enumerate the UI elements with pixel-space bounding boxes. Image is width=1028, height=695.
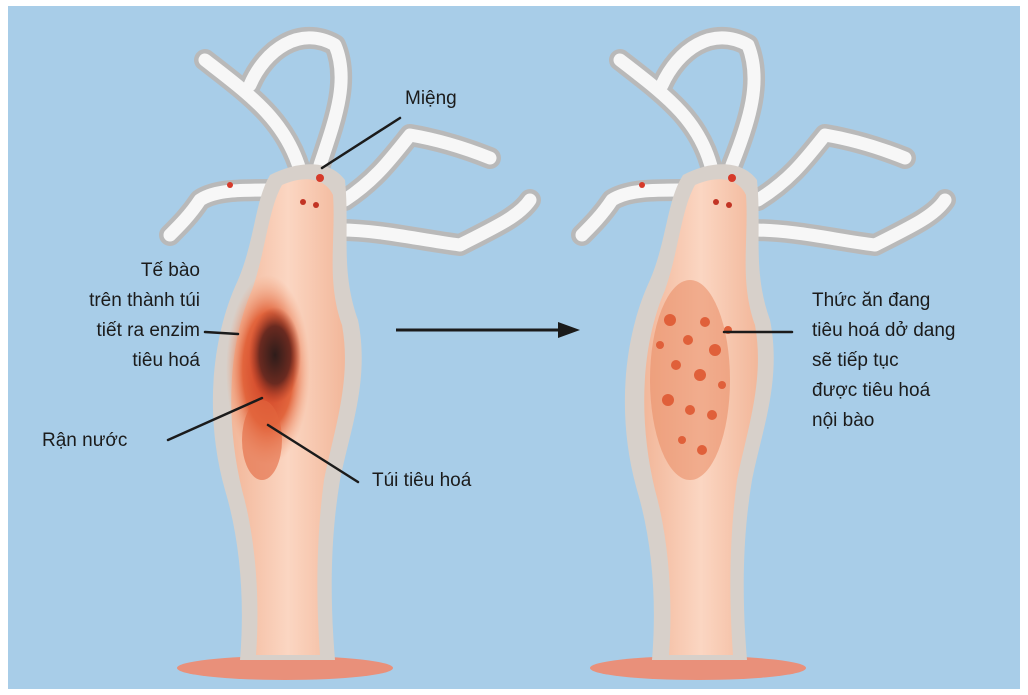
label-digestive-sac: Túi tiêu hoá xyxy=(372,466,471,496)
hydra-left xyxy=(170,38,530,680)
hydra-right-digestive-cells xyxy=(650,280,730,480)
label-water-flea: Rận nước xyxy=(42,426,127,456)
label-secreting-cells: Tế bào trên thành túi tiết ra enzim tiêu… xyxy=(40,256,200,376)
label-mouth: Miệng xyxy=(405,84,457,114)
process-arrow xyxy=(396,322,580,338)
hydra-right-dot-1 xyxy=(713,199,719,205)
hydra-left-dot-1 xyxy=(300,199,306,205)
hydra-right-tentacles xyxy=(582,38,945,245)
hydra-left-mouth-dot xyxy=(316,174,324,182)
water-flea-prey xyxy=(249,307,301,403)
hydra-left-dot-2 xyxy=(313,202,319,208)
hydra-left-tentacles xyxy=(170,38,530,245)
label-partially-digested-food: Thức ăn đang tiêu hoá dở dang sẽ tiếp tụ… xyxy=(812,286,955,436)
hydra-left-dot-3 xyxy=(227,182,233,188)
hydra-right-dot-2 xyxy=(726,202,732,208)
process-arrow-head xyxy=(558,322,580,338)
hydra-left-digestive-cells-lower xyxy=(242,400,282,480)
hydra-right-dot-3 xyxy=(639,182,645,188)
hydra-right-mouth-dot xyxy=(728,174,736,182)
